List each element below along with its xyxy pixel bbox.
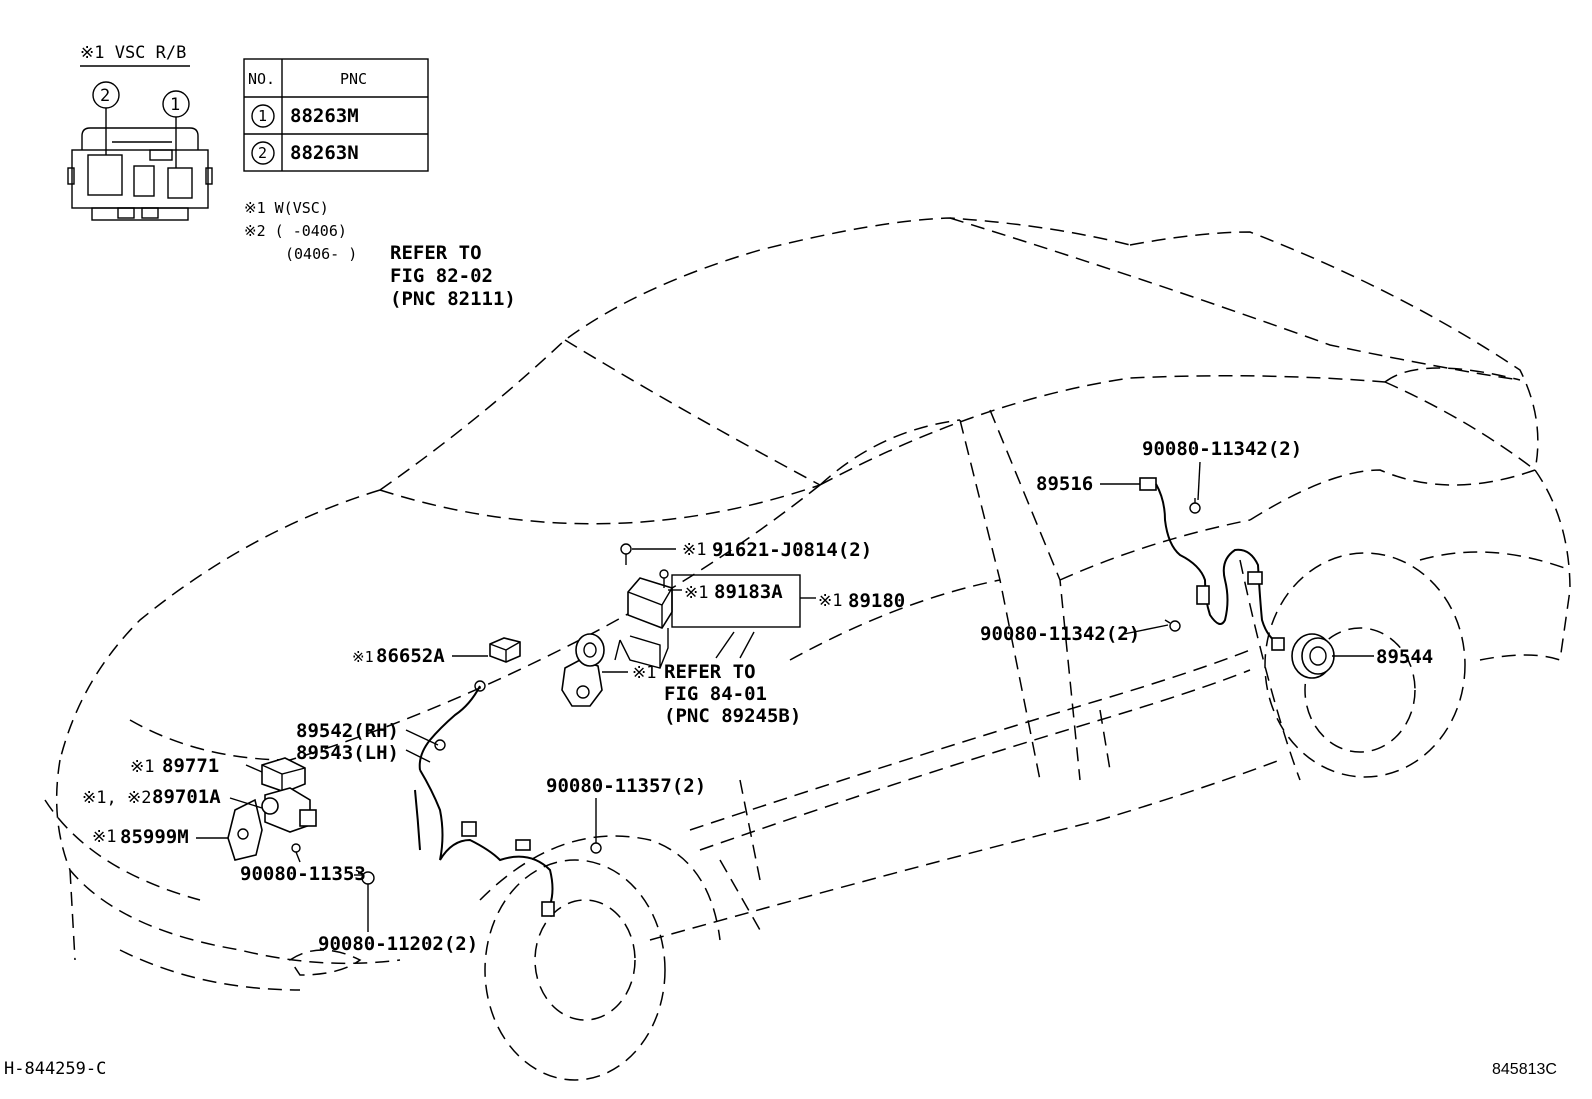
front-bolts xyxy=(355,835,602,885)
callout-1-label: 1 xyxy=(170,95,180,115)
label-89701a-mark: ※1, ※2 xyxy=(82,788,151,808)
table-row-1-pnc: 88263M xyxy=(290,105,359,127)
label-90080-11357: 90080-11357(2) xyxy=(546,775,706,797)
footer-left-code: H-844259-C xyxy=(4,1059,106,1079)
label-refer-to: REFER TO xyxy=(664,661,756,683)
relay-2 xyxy=(87,154,123,196)
label-89180-mark: ※1 xyxy=(818,591,842,611)
label-90080-11353: 90080-11353 xyxy=(240,863,366,885)
table-row-2-no: 2 xyxy=(258,144,267,162)
part-labels: ※1 91621-J0814(2) ※1 89183A ※1 89180 ※1 … xyxy=(82,438,1433,955)
note-3: (0406- ) xyxy=(285,245,357,263)
note-2: ※2 ( -0406) xyxy=(244,222,347,240)
vsc-relay-box-inset: ※1 VSC R/B 2 1 xyxy=(67,43,213,221)
label-89180: 89180 xyxy=(848,590,905,612)
label-90080-11342-a: 90080-11342(2) xyxy=(1142,438,1302,460)
label-90080-11202: 90080-11202(2) xyxy=(318,933,478,955)
front-abs-harness xyxy=(414,680,555,917)
inset-title: ※1 VSC R/B xyxy=(80,43,186,63)
pnc-table: NO. PNC 1 88263M 2 88263N xyxy=(243,58,429,172)
label-89183a-mark: ※1 xyxy=(684,583,708,603)
part-89771-relay xyxy=(261,757,306,793)
yaw-rate-sensor xyxy=(561,633,605,707)
car-body-outline xyxy=(44,217,1571,1081)
label-89183a: 89183A xyxy=(714,581,783,603)
label-89701a: 89701A xyxy=(152,786,221,808)
table-header-pnc: PNC xyxy=(340,70,367,88)
vsc-actuator-bracket xyxy=(614,543,673,669)
label-89516: 89516 xyxy=(1036,473,1093,495)
note-pnc: (PNC 82111) xyxy=(390,288,516,310)
assembly-89180-box xyxy=(671,574,801,628)
legend-notes: ※1 W(VSC) ※2 ( -0406) (0406- ) REFER TO … xyxy=(244,199,516,310)
table-row-1-no: 1 xyxy=(258,107,267,125)
label-86652a: 86652A xyxy=(376,645,445,667)
label-89771: 89771 xyxy=(162,755,219,777)
label-91621: 91621-J0814(2) xyxy=(712,539,872,561)
label-89543: 89543(LH) xyxy=(296,742,399,764)
label-refer-fig: FIG 84-01 xyxy=(664,683,767,705)
label-86652a-mark: ※1 xyxy=(352,648,374,666)
part-89544-rotor xyxy=(1291,633,1335,679)
part-86652a-block xyxy=(489,637,521,663)
relay-1 xyxy=(167,167,193,199)
table-row-2-pnc: 88263N xyxy=(290,142,359,164)
label-refer-pnc: (PNC 89245B) xyxy=(664,705,801,727)
callout-2-label: 2 xyxy=(100,86,110,106)
note-refer: REFER TO xyxy=(390,242,482,264)
label-90080-11342-b: 90080-11342(2) xyxy=(980,623,1140,645)
label-91621-mark: ※1 xyxy=(682,540,706,560)
label-89771-mark: ※1 xyxy=(130,757,154,777)
label-89544: 89544 xyxy=(1376,646,1433,668)
label-85999m-mark: ※1 xyxy=(92,827,116,847)
note-fig: FIG 82-02 xyxy=(390,265,493,287)
footer-right-code: 845813C xyxy=(1492,1061,1557,1078)
part-89701a-assembly xyxy=(227,787,317,863)
rear-abs-harness xyxy=(1139,477,1285,651)
label-85999m: 85999M xyxy=(120,826,189,848)
leader-lines xyxy=(196,461,1374,932)
table-header-no: NO. xyxy=(248,70,275,88)
note-1: ※1 W(VSC) xyxy=(244,199,329,217)
label-refer-mark: ※1 xyxy=(632,663,656,683)
label-89542: 89542(RH) xyxy=(296,720,399,742)
